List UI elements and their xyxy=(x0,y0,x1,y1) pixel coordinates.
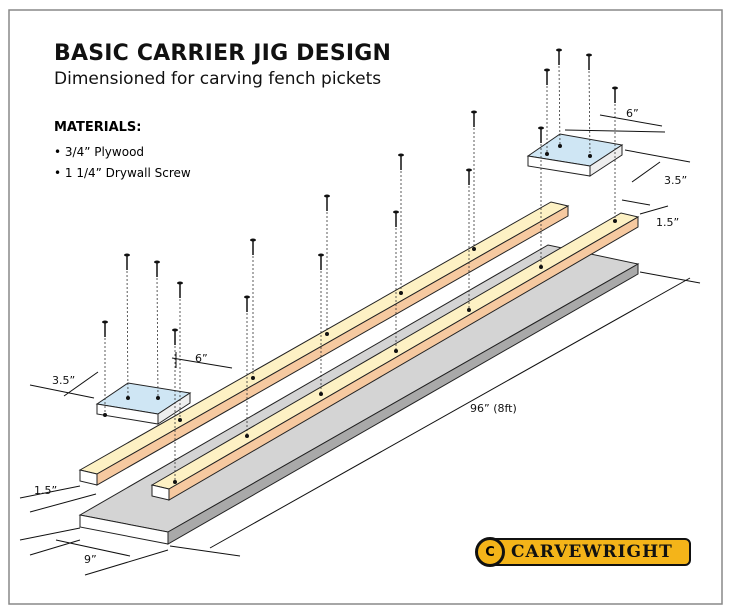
logo-text: CARVEWRIGHT xyxy=(511,542,673,562)
screw xyxy=(124,253,130,400)
screw-hole xyxy=(394,349,398,353)
frame xyxy=(8,9,723,605)
screw xyxy=(393,210,399,353)
screw xyxy=(318,253,324,396)
plate-right xyxy=(526,133,624,177)
screw-hole xyxy=(472,247,476,251)
dim-strip-width-right: 1.5” xyxy=(656,216,679,229)
screw xyxy=(466,168,472,312)
screw-hole xyxy=(325,332,329,336)
screw xyxy=(324,194,330,336)
screw-hole xyxy=(558,144,562,148)
dim-plate-length-right: 6” xyxy=(626,107,639,120)
screw-hole xyxy=(467,308,471,312)
dim-strip-width-left: 1.5” xyxy=(34,484,57,497)
screw-hole xyxy=(126,396,130,400)
screw xyxy=(244,295,250,438)
screw-hole xyxy=(613,219,617,223)
dim-plate-width-right: 3.5” xyxy=(664,174,687,187)
page-title: BASIC CARRIER JIG DESIGN xyxy=(54,41,392,66)
strip-2 xyxy=(150,212,640,501)
screw xyxy=(398,153,404,295)
dim-plate-length-left: 6” xyxy=(195,352,208,365)
screw-hole xyxy=(539,265,543,269)
screw xyxy=(538,126,544,269)
strip-1 xyxy=(78,201,570,486)
screw-hole xyxy=(156,396,160,400)
screw-hole xyxy=(399,291,403,295)
material-item: • 1 1/4” Drywall Screw xyxy=(54,166,191,180)
screw xyxy=(586,53,592,158)
screw xyxy=(544,68,550,156)
dim-plate-width-left: 3.5” xyxy=(52,374,75,387)
screw xyxy=(556,48,562,148)
screw-hole xyxy=(319,392,323,396)
dimension-lines xyxy=(19,114,701,576)
screw-hole xyxy=(173,480,177,484)
carvewright-logo: C CARVEWRIGHT xyxy=(475,537,691,567)
subtitle: Dimensioned for carving fench pickets xyxy=(54,69,382,89)
dim-length: 96” (8ft) xyxy=(470,402,517,415)
screw xyxy=(250,238,256,380)
screw xyxy=(172,328,178,484)
logo-badge-icon: C xyxy=(475,537,505,567)
screw-hole xyxy=(545,152,549,156)
screw xyxy=(102,320,108,417)
screw xyxy=(471,110,477,251)
material-item: • 3/4” Plywood xyxy=(54,145,145,159)
screw xyxy=(154,260,160,400)
screw xyxy=(612,86,618,223)
screw-hole xyxy=(588,154,592,158)
screw-hole xyxy=(178,418,182,422)
screws xyxy=(102,48,618,484)
screw-hole xyxy=(251,376,255,380)
screw-hole xyxy=(245,434,249,438)
dim-base-width: 9” xyxy=(84,553,97,566)
plate-left xyxy=(95,382,192,425)
screw-hole xyxy=(103,413,107,417)
materials-heading: MATERIALS: xyxy=(54,120,142,135)
